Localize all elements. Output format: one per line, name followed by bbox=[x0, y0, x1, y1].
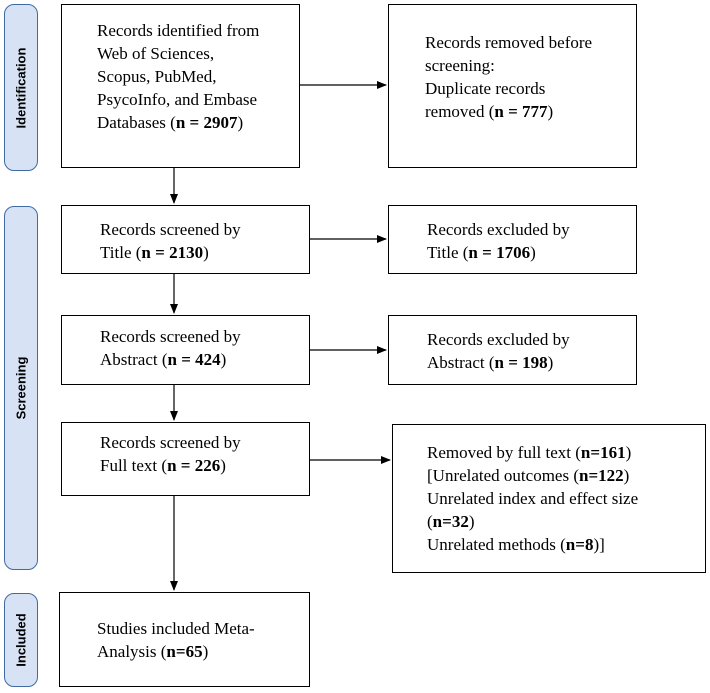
stage-included: Included bbox=[4, 593, 38, 687]
removed-count-suffix: ) bbox=[547, 102, 554, 121]
box-fulltext-screened: Records screened by Full text (n = 226) bbox=[61, 422, 310, 496]
identified-line-5: Databases (n = 2907) bbox=[97, 111, 259, 134]
abstract-screened-line-2: Abstract (n = 424) bbox=[100, 348, 241, 371]
identified-line-4: PsycoInfo, and Embase bbox=[97, 90, 258, 109]
stage-identification: Identification bbox=[4, 4, 38, 171]
included-line-1: Studies included Meta- bbox=[97, 619, 255, 638]
removed-text: Records removed before screening: Duplic… bbox=[425, 31, 592, 123]
identified-count-suffix: ) bbox=[237, 113, 244, 132]
included-prefix: Analysis ( bbox=[97, 642, 167, 661]
abstract-excluded-text: Records excluded by Abstract (n = 198) bbox=[427, 328, 570, 374]
title-excluded-text: Records excluded by Title (n = 1706) bbox=[427, 218, 570, 264]
unrelated-outcomes-suffix: ) bbox=[623, 466, 630, 485]
abstract-excluded-count: n = 198 bbox=[494, 353, 548, 372]
included-suffix: ) bbox=[202, 642, 209, 661]
identified-line-1: Records identified from bbox=[97, 21, 260, 40]
title-screened-count: n = 2130 bbox=[141, 243, 204, 262]
title-excluded-count: n = 1706 bbox=[468, 243, 531, 262]
fulltext-removed-text: Removed by full text (n=161) [Unrelated … bbox=[427, 441, 638, 556]
fulltext-removed-prefix: Removed by full text ( bbox=[427, 443, 581, 462]
box-title-screened: Records screened by Title (n = 2130) bbox=[61, 205, 310, 274]
fulltext-removed-line-2: [Unrelated outcomes (n=122) bbox=[427, 464, 638, 487]
title-screened-text: Records screened by Title (n = 2130) bbox=[100, 218, 241, 264]
unrelated-index-prefix: ( bbox=[427, 512, 433, 531]
removed-line-4: removed (n = 777) bbox=[425, 100, 592, 123]
removed-count: n = 777 bbox=[494, 102, 548, 121]
fulltext-removed-line-5: Unrelated methods (n=8)] bbox=[427, 533, 638, 556]
abstract-screened-suffix: ) bbox=[220, 350, 227, 369]
removed-line-1: Records removed before bbox=[425, 33, 593, 52]
stage-screening: Screening bbox=[4, 206, 38, 570]
unrelated-methods-suffix: )] bbox=[593, 535, 605, 554]
abstract-excluded-suffix: ) bbox=[547, 353, 554, 372]
fulltext-removed-count: n=161 bbox=[580, 443, 626, 462]
title-screened-line-1: Records screened by bbox=[100, 220, 241, 239]
removed-count-prefix: removed ( bbox=[425, 102, 495, 121]
included-text: Studies included Meta- Analysis (n=65) bbox=[97, 617, 255, 663]
fulltext-removed-line-3: Unrelated index and effect size bbox=[427, 489, 639, 508]
unrelated-index-suffix: ) bbox=[468, 512, 475, 531]
fulltext-screened-prefix: Full text ( bbox=[100, 456, 168, 475]
title-screened-suffix: ) bbox=[203, 243, 209, 262]
box-abstract-screened: Records screened by Abstract (n = 424) bbox=[61, 315, 310, 385]
box-records-identified: Records identified from Web of Sciences,… bbox=[61, 4, 300, 168]
title-excluded-line-1: Records excluded by bbox=[427, 220, 570, 239]
unrelated-methods-count: n=8 bbox=[565, 535, 594, 554]
title-screened-line-2: Title (n = 2130) bbox=[100, 241, 241, 264]
fulltext-screened-line-1: Records screened by bbox=[100, 433, 241, 452]
box-studies-included: Studies included Meta- Analysis (n=65) bbox=[59, 592, 310, 687]
abstract-excluded-line-1: Records excluded by bbox=[427, 330, 570, 349]
abstract-screened-text: Records screened by Abstract (n = 424) bbox=[100, 325, 241, 371]
fulltext-removed-line-4: (n=32) bbox=[427, 510, 638, 533]
removed-line-3: Duplicate records bbox=[425, 79, 546, 98]
removed-line-2: screening: bbox=[425, 56, 495, 75]
box-title-excluded: Records excluded by Title (n = 1706) bbox=[388, 205, 637, 274]
unrelated-index-count: n=32 bbox=[432, 512, 469, 531]
title-excluded-line-2: Title (n = 1706) bbox=[427, 241, 570, 264]
included-count: n=65 bbox=[166, 642, 203, 661]
identified-line-3: Scopus, PubMed, bbox=[97, 67, 217, 86]
fulltext-removed-suffix: ) bbox=[625, 443, 632, 462]
title-screened-prefix: Title ( bbox=[100, 243, 142, 262]
unrelated-methods-prefix: Unrelated methods ( bbox=[427, 535, 566, 554]
identified-line-2: Web of Sciences, bbox=[97, 44, 215, 63]
box-fulltext-removed: Removed by full text (n=161) [Unrelated … bbox=[392, 424, 706, 573]
identified-text: Records identified from Web of Sciences,… bbox=[97, 19, 259, 134]
fulltext-screened-line-2: Full text (n = 226) bbox=[100, 454, 241, 477]
identified-count: n = 2907 bbox=[175, 113, 238, 132]
identified-count-prefix: Databases ( bbox=[97, 113, 176, 132]
abstract-screened-count: n = 424 bbox=[167, 350, 221, 369]
fulltext-screened-suffix: ) bbox=[220, 456, 226, 475]
fulltext-screened-count: n = 226 bbox=[167, 456, 221, 475]
unrelated-outcomes-count: n=122 bbox=[579, 466, 624, 485]
abstract-excluded-line-2: Abstract (n = 198) bbox=[427, 351, 570, 374]
title-excluded-suffix: ) bbox=[530, 243, 536, 262]
abstract-screened-prefix: Abstract ( bbox=[100, 350, 168, 369]
abstract-screened-line-1: Records screened by bbox=[100, 327, 241, 346]
abstract-excluded-prefix: Abstract ( bbox=[427, 353, 495, 372]
box-abstract-excluded: Records excluded by Abstract (n = 198) bbox=[388, 315, 637, 385]
title-excluded-prefix: Title ( bbox=[427, 243, 469, 262]
unrelated-outcomes-prefix: [Unrelated outcomes ( bbox=[427, 466, 579, 485]
fulltext-removed-line-1: Removed by full text (n=161) bbox=[427, 441, 638, 464]
box-records-removed: Records removed before screening: Duplic… bbox=[388, 4, 637, 168]
fulltext-screened-text: Records screened by Full text (n = 226) bbox=[100, 431, 241, 477]
included-line-2: Analysis (n=65) bbox=[97, 640, 255, 663]
